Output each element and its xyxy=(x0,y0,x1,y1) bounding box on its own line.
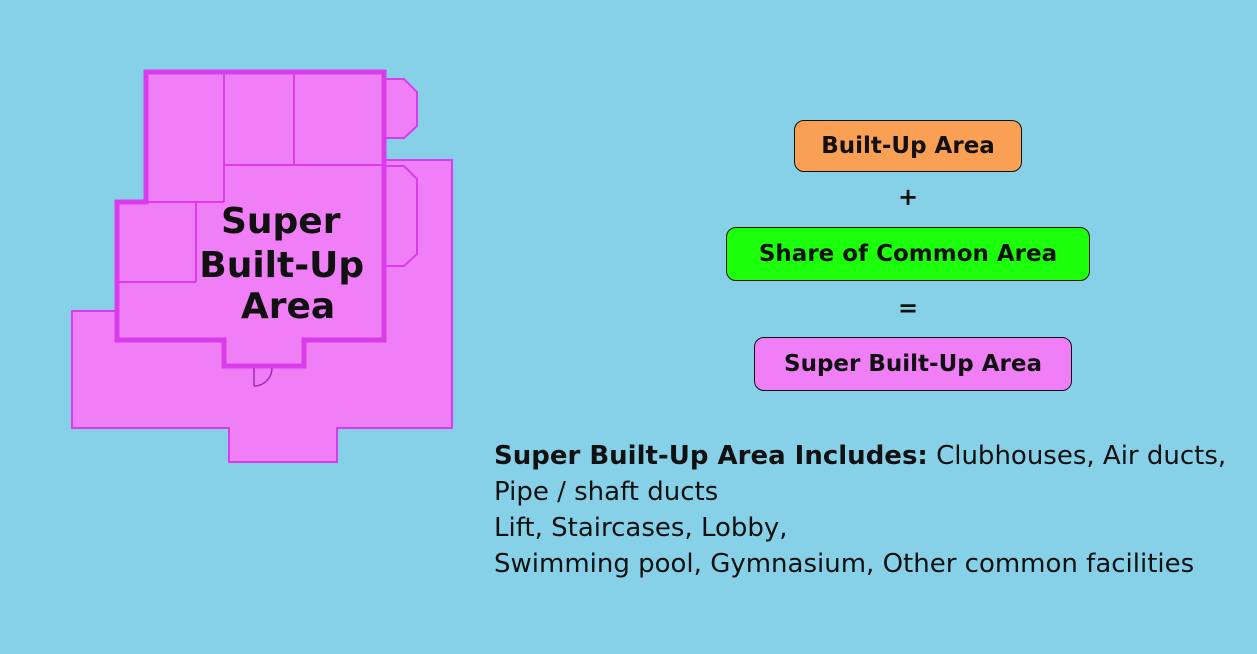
unit-wall-outline xyxy=(114,69,387,369)
description-line-1: Super Built-Up Area Includes: Clubhouses… xyxy=(494,438,1234,510)
floor-plan-illustration: Super Built-Up Area xyxy=(71,69,453,463)
floorplan-label-line-2: Built-Up xyxy=(199,245,364,286)
share-of-common-area-box: Share of Common Area xyxy=(726,227,1090,281)
bay-window-top xyxy=(383,78,418,139)
description-line-3: Swimming pool, Gymnasium, Other common f… xyxy=(494,549,1195,579)
floorplan-label: Super Built-Up Area xyxy=(199,201,376,327)
plus-operator: + xyxy=(897,183,919,211)
includes-items-1: Clubhouses, Air ducts, Pipe / shaft duct… xyxy=(494,441,1227,507)
interior-room-lines xyxy=(117,72,384,283)
floorplan-label-line-3: Area xyxy=(241,286,335,327)
includes-heading: Super Built-Up Area Includes: xyxy=(494,441,928,471)
built-up-area-box: Built-Up Area xyxy=(794,120,1022,172)
description-line-2: Lift, Staircases, Lobby, xyxy=(494,513,788,543)
includes-description: Super Built-Up Area Includes: Clubhouses… xyxy=(494,438,1234,582)
equals-operator: = xyxy=(897,294,919,322)
super-built-up-area-box: Super Built-Up Area xyxy=(754,337,1072,391)
door-icon xyxy=(253,367,273,387)
bay-window-mid xyxy=(383,165,418,267)
floorplan-label-line-1: Super xyxy=(221,201,341,242)
